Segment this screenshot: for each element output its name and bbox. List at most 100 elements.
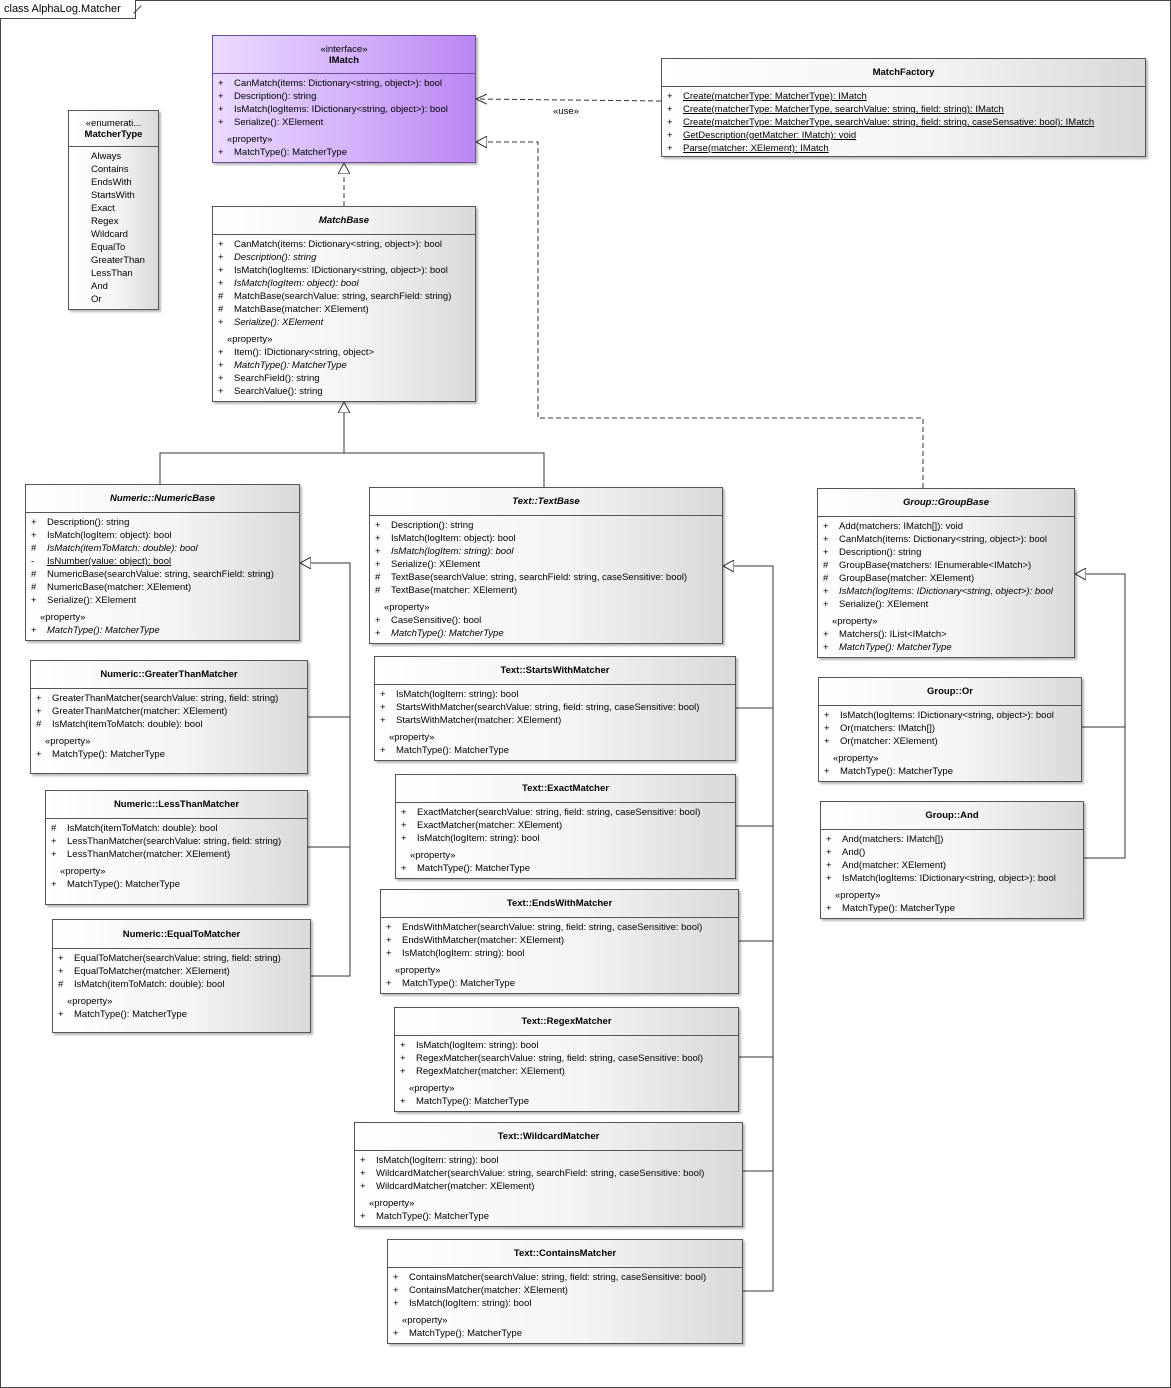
class-text-base[interactable]: Text::TextBase+ Description(): string+IsM… [369, 487, 723, 644]
signature: Serialize(): XElement [234, 317, 324, 328]
property-stereotype: «property» [410, 850, 456, 861]
enum-literal: LessThan [91, 268, 133, 279]
class-name: Text::ContainsMatcher [513, 1248, 617, 1259]
signature: MatchType(): MatcherType [416, 1096, 529, 1107]
class-body: +IsMatch(logItems: IDictionary<string, o… [819, 706, 1081, 780]
stereotype: «enumerati... [85, 117, 142, 129]
class-match-factory[interactable]: MatchFactory+Create(matcherType: Matcher… [661, 58, 1146, 157]
signature: Description(): string [391, 520, 474, 531]
class-less-than[interactable]: Numeric::LessThanMatcher#IsMatch(itemToM… [45, 790, 308, 905]
visibility: + [667, 143, 673, 154]
property-stereotype: «property» [833, 753, 879, 764]
visibility: + [667, 117, 673, 128]
property-stereotype: «property» [832, 616, 878, 627]
class-group-or[interactable]: Group::Or+IsMatch(logItems: IDictionary<… [818, 677, 1082, 782]
generalization-text [723, 566, 774, 1292]
class-header: Text::WildcardMatcher [355, 1123, 742, 1151]
operation: +CanMatch(items: Dictionary<string, obje… [217, 77, 471, 90]
signature: MatchType(): MatcherType [234, 360, 347, 371]
class-body: + Description(): string +IsMatch(logItem: … [370, 516, 722, 642]
class-greater-than[interactable]: Numeric::GreaterThanMatcher+GreaterThanM… [30, 660, 308, 774]
class-group-and[interactable]: Group::And+And(matchers: IMatch[])+And()… [820, 801, 1084, 919]
visibility: + [667, 130, 673, 141]
signature: TextBase(matcher: XElement) [391, 585, 518, 596]
class-starts-with[interactable]: Text::StartsWithMatcher+IsMatch(logItem:… [374, 656, 736, 761]
property: + MatchType(): MatcherType [35, 748, 303, 761]
operation: +StartsWithMatcher(matcher: XElement) [379, 714, 731, 727]
signature: IsMatch(logItem: object): bool [391, 533, 516, 544]
class-group-base[interactable]: Group::GroupBase+Add(matchers: IMatch[])… [817, 488, 1075, 658]
signature: MatchBase(searchValue: string, searchFie… [234, 291, 452, 302]
property: +MatchType(): MatcherType [30, 624, 295, 637]
visibility: + [823, 629, 829, 640]
operation: +And(matcher: XElement) [825, 859, 1079, 872]
operation: #IsMatch(itemToMatch: double): bool [35, 718, 303, 731]
operation: +RegexMatcher(matcher: XElement) [399, 1065, 734, 1078]
operation: +LessThanMatcher(matcher: XElement) [50, 848, 303, 861]
visibility: + [401, 863, 407, 874]
property: +MatchType(): MatcherType [399, 1095, 734, 1108]
signature: MatchType(): MatcherType [396, 745, 509, 756]
visibility: + [823, 586, 829, 597]
visibility: + [375, 520, 381, 531]
signature: MatchType(): MatcherType [417, 863, 530, 874]
operation: +Add(matchers: IMatch[]): void [822, 520, 1070, 533]
visibility: + [36, 749, 42, 760]
operation: #GroupBase(matchers: IEnumerable<IMatch>… [822, 559, 1070, 572]
operation: +EqualToMatcher(matcher: XElement) [57, 965, 306, 978]
property: + MatchType(): MatcherType [217, 359, 471, 372]
visibility: + [218, 386, 224, 397]
class-name: Text::TextBase [512, 496, 580, 507]
class-name: Text::RegexMatcher [521, 1016, 612, 1027]
class-ends-with[interactable]: Text::EndsWithMatcher+EndsWithMatcher(se… [380, 889, 739, 994]
property-stereotype: «property» [60, 866, 106, 877]
class-name: Numeric::LessThanMatcher [113, 799, 240, 810]
visibility: + [826, 873, 832, 884]
class-wildcard[interactable]: Text::WildcardMatcher+IsMatch(logItem: s… [354, 1122, 743, 1227]
operation: +ExactMatcher(matcher: XElement) [400, 819, 731, 832]
class-header: MatchBase [213, 207, 475, 235]
class-equal-to[interactable]: Numeric::EqualToMatcher+EqualToMatcher(s… [52, 919, 311, 1033]
operation: #IsMatch(itemToMatch: double): bool [57, 978, 306, 991]
class-header: Text::ExactMatcher [396, 775, 735, 803]
class-exact[interactable]: Text::ExactMatcher+ExactMatcher(searchVa… [395, 774, 736, 879]
signature: MatchType(): MatcherType [234, 147, 347, 158]
property: +MatchType(): MatcherType [825, 902, 1079, 915]
class-match-base[interactable]: MatchBase+CanMatch(items: Dictionary<str… [212, 206, 476, 402]
signature: Description(): string [839, 547, 922, 558]
class-name: MatchBase [318, 215, 370, 226]
class-regex[interactable]: Text::RegexMatcher+IsMatch(logItem: stri… [394, 1007, 739, 1112]
signature: GreaterThanMatcher(searchValue: string, … [52, 693, 279, 704]
class-body: +IsMatch(logItem: string): bool+Wildcard… [355, 1151, 742, 1225]
property-stereotype: «property» [835, 890, 881, 901]
operation: +GreaterThanMatcher(searchValue: string,… [35, 692, 303, 705]
class-numeric-base[interactable]: Numeric::NumericBase+Description(): stri… [25, 484, 300, 641]
visibility: + [218, 252, 224, 263]
visibility: + [218, 360, 224, 371]
signature: Description(): string [47, 517, 130, 528]
property-stereotype: «property» [402, 1315, 448, 1326]
signature: MatchType(): MatcherType [52, 749, 165, 760]
class-body: +ExactMatcher(searchValue: string, field… [396, 803, 735, 877]
visibility: # [36, 719, 42, 730]
signature: IsMatch(logItem: string): bool [391, 546, 514, 557]
signature: Serialize(): XElement [391, 559, 481, 570]
visibility: + [31, 625, 37, 636]
operation: +Create(matcherType: MatcherType, search… [666, 116, 1141, 129]
operation: +IsMatch(logItem: string): bool [374, 545, 718, 558]
visibility: + [58, 1009, 64, 1020]
operation: +Description(): string [822, 546, 1070, 559]
visibility: + [824, 766, 830, 777]
signature: GroupBase(matchers: IEnumerable<IMatch>) [839, 560, 1032, 571]
class-contains[interactable]: Text::ContainsMatcher+ContainsMatcher(se… [387, 1239, 743, 1344]
signature: CaseSensitive(): bool [391, 615, 482, 626]
operation: +And() [825, 846, 1079, 859]
signature: MatchType(): MatcherType [74, 1009, 187, 1020]
class-imatch[interactable]: «interface»IMatch+CanMatch(items: Dictio… [212, 35, 476, 163]
signature: GetDescription(getMatcher: IMatch): void [683, 130, 857, 141]
operation: +IsMatch(logItems: IDictionary<string, o… [823, 709, 1077, 722]
operation: +Serialize(): XElement [217, 316, 471, 329]
operation: +EndsWithMatcher(matcher: XElement) [385, 934, 734, 947]
visibility: + [826, 860, 832, 871]
